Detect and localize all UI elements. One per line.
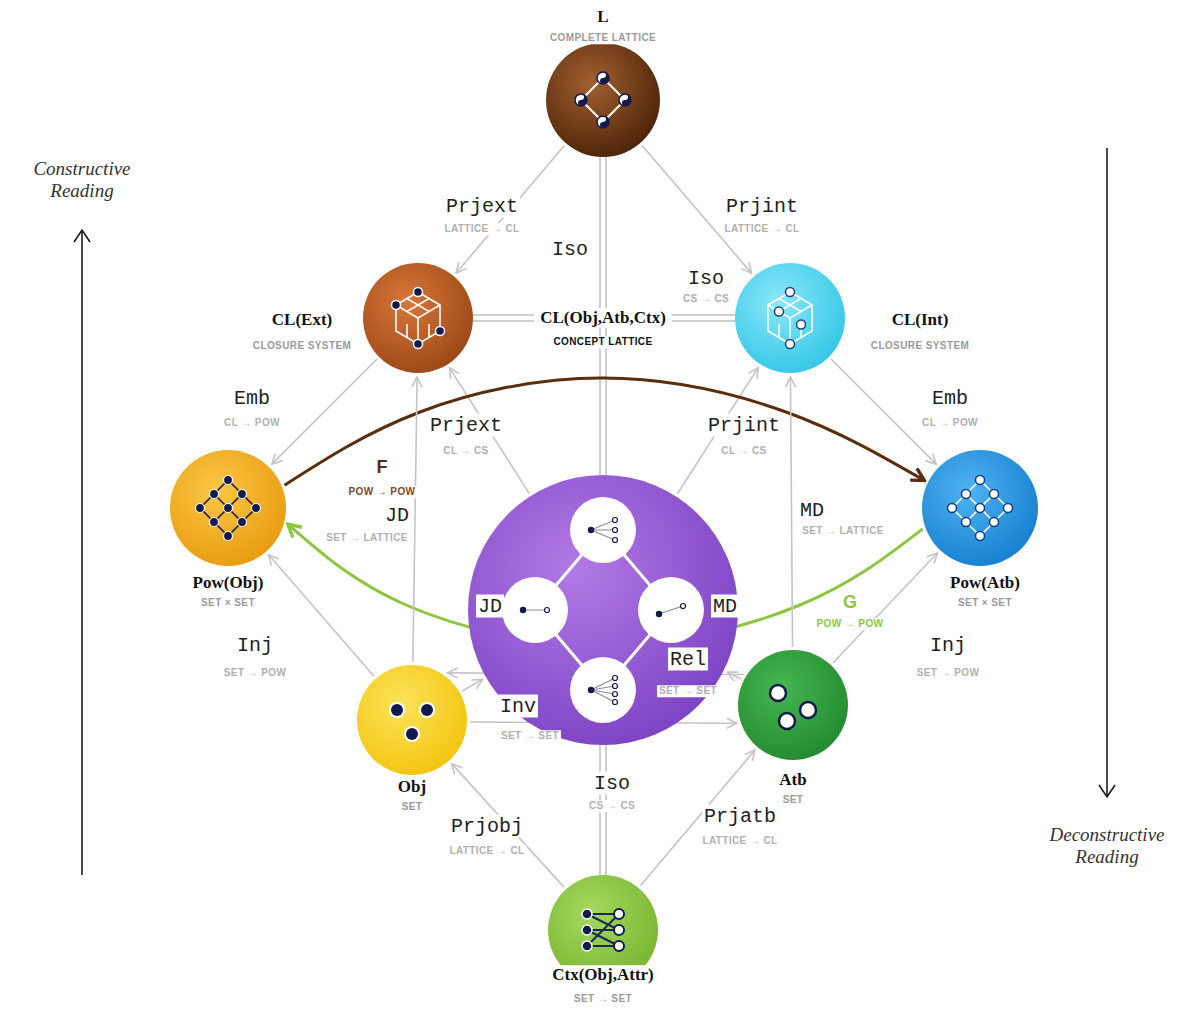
lattice-circle: LCOMPLETE LATTICE [546,43,660,157]
mapping-arrow [285,378,925,485]
closure-circle: CL(Ext)CLOSURE SYSTEM [363,263,473,373]
node-type: CONCEPT LATTICE [551,336,654,348]
node-title: L [595,7,610,27]
powerset-circle: Pow(Obj)SET × SET [170,450,286,566]
edge-label: Emb [232,387,272,410]
node-icon [392,288,445,349]
context-circle: Ctx(Obj,Attr)SET → SET [548,875,658,985]
type-signature: CL → POW [920,417,980,429]
reading-note: Constructive Reading [15,158,149,202]
double-line [473,318,534,319]
node-icon [196,476,261,541]
reading-arrows [74,148,1115,875]
circle-shape [363,263,473,373]
type-signature: SET → SET [657,685,719,697]
edge-label: Iso [686,267,726,290]
connector-arrow [272,359,377,464]
powerset-circle: Pow(Atb)SET × SET [922,450,1038,566]
type-signature: LATTICE → CL [447,845,526,857]
edge-label: Inv [498,695,538,718]
node-title: Pow(Obj) [191,573,266,593]
node-type: SET × SET [956,597,1014,609]
node-icon [582,909,624,951]
edge-label: MD [711,595,739,618]
type-signature: POW → POW [815,618,886,630]
connector-arrow [790,377,792,647]
closure-circle: CL(Int)CLOSURE SYSTEM [735,263,845,373]
node-title: CL(Ext) [270,310,334,330]
node-title: Atb [777,770,808,790]
node-icon [389,702,435,742]
connector-arrow [831,359,936,464]
type-signature: POW → POW [347,486,418,498]
connector-arrow [413,377,417,662]
node-title: Pow(Atb) [948,573,1022,593]
reading-note: Deconstructive Reading [1040,824,1174,868]
node-title: CL(Int) [890,310,951,330]
node-type: SET → SET [572,993,634,1005]
edge-label: Prjobj [449,815,525,838]
edge-label: MD [798,499,826,522]
edge-label: F [375,457,390,478]
circle-shape [357,665,467,775]
edge-label: JD [383,504,411,527]
connector-arrow [462,679,482,691]
edge-label: Iso [550,238,590,261]
node-title: CL(Obj,Atb,Ctx) [538,308,668,328]
edge-label: G [841,592,859,613]
double-line [672,318,735,319]
edge-label: Rel [668,648,708,671]
circle-shape [922,450,1038,566]
edge-label: Inj [235,634,275,657]
connector-arrow [727,672,741,679]
type-signature: LATTICE → CL [722,223,801,235]
set-circle: AtbSET [738,650,848,760]
type-signature: SET → LATTICE [800,525,886,537]
connector-arrow [833,553,937,663]
edge-label: Iso [592,772,632,795]
edge-label: JD [476,595,504,618]
set-circle: ObjSET [357,665,467,775]
type-signature: SET → LATTICE [324,532,410,544]
connector-arrow [269,555,374,676]
edge-label: Prjint [724,195,800,218]
edge-label: Emb [930,387,970,410]
circle-shape [170,450,286,566]
type-signature: SET → POW [915,667,982,679]
node-type: CLOSURE SYSTEM [869,340,971,352]
type-signature: CS → CS [681,293,731,305]
node-type: CLOSURE SYSTEM [251,340,353,352]
node-title: Obj [396,777,428,797]
type-signature: LATTICE → CL [700,835,779,847]
node-icon [768,288,812,349]
circle-shape [546,43,660,157]
edge-label: Prjint [706,414,782,437]
node-type: SET × SET [199,597,257,609]
type-signature: CL → CS [441,445,490,457]
type-signature: SET → SET [499,730,561,742]
node-icon [770,685,816,729]
node-icon [948,476,1013,541]
circle-shape [735,263,845,373]
type-signature: CL → POW [222,417,282,429]
edge-label: Prjext [428,414,504,437]
node-type: SET [400,801,425,813]
node-title: Ctx(Obj,Attr) [550,965,656,985]
type-signature: SET → POW [222,667,289,679]
node-type: COMPLETE LATTICE [548,32,658,44]
edge-label: Prjatb [702,805,778,828]
type-signature: CL → CS [719,445,768,457]
node-icon [575,72,631,128]
type-signature: LATTICE → CL [442,223,521,235]
connectors [269,146,938,888]
type-signature: CS → CS [587,800,637,812]
circle-shape [738,650,848,760]
node-type: SET [781,794,806,806]
edge-label: Prjext [444,195,520,218]
edge-label: Inj [928,634,968,657]
